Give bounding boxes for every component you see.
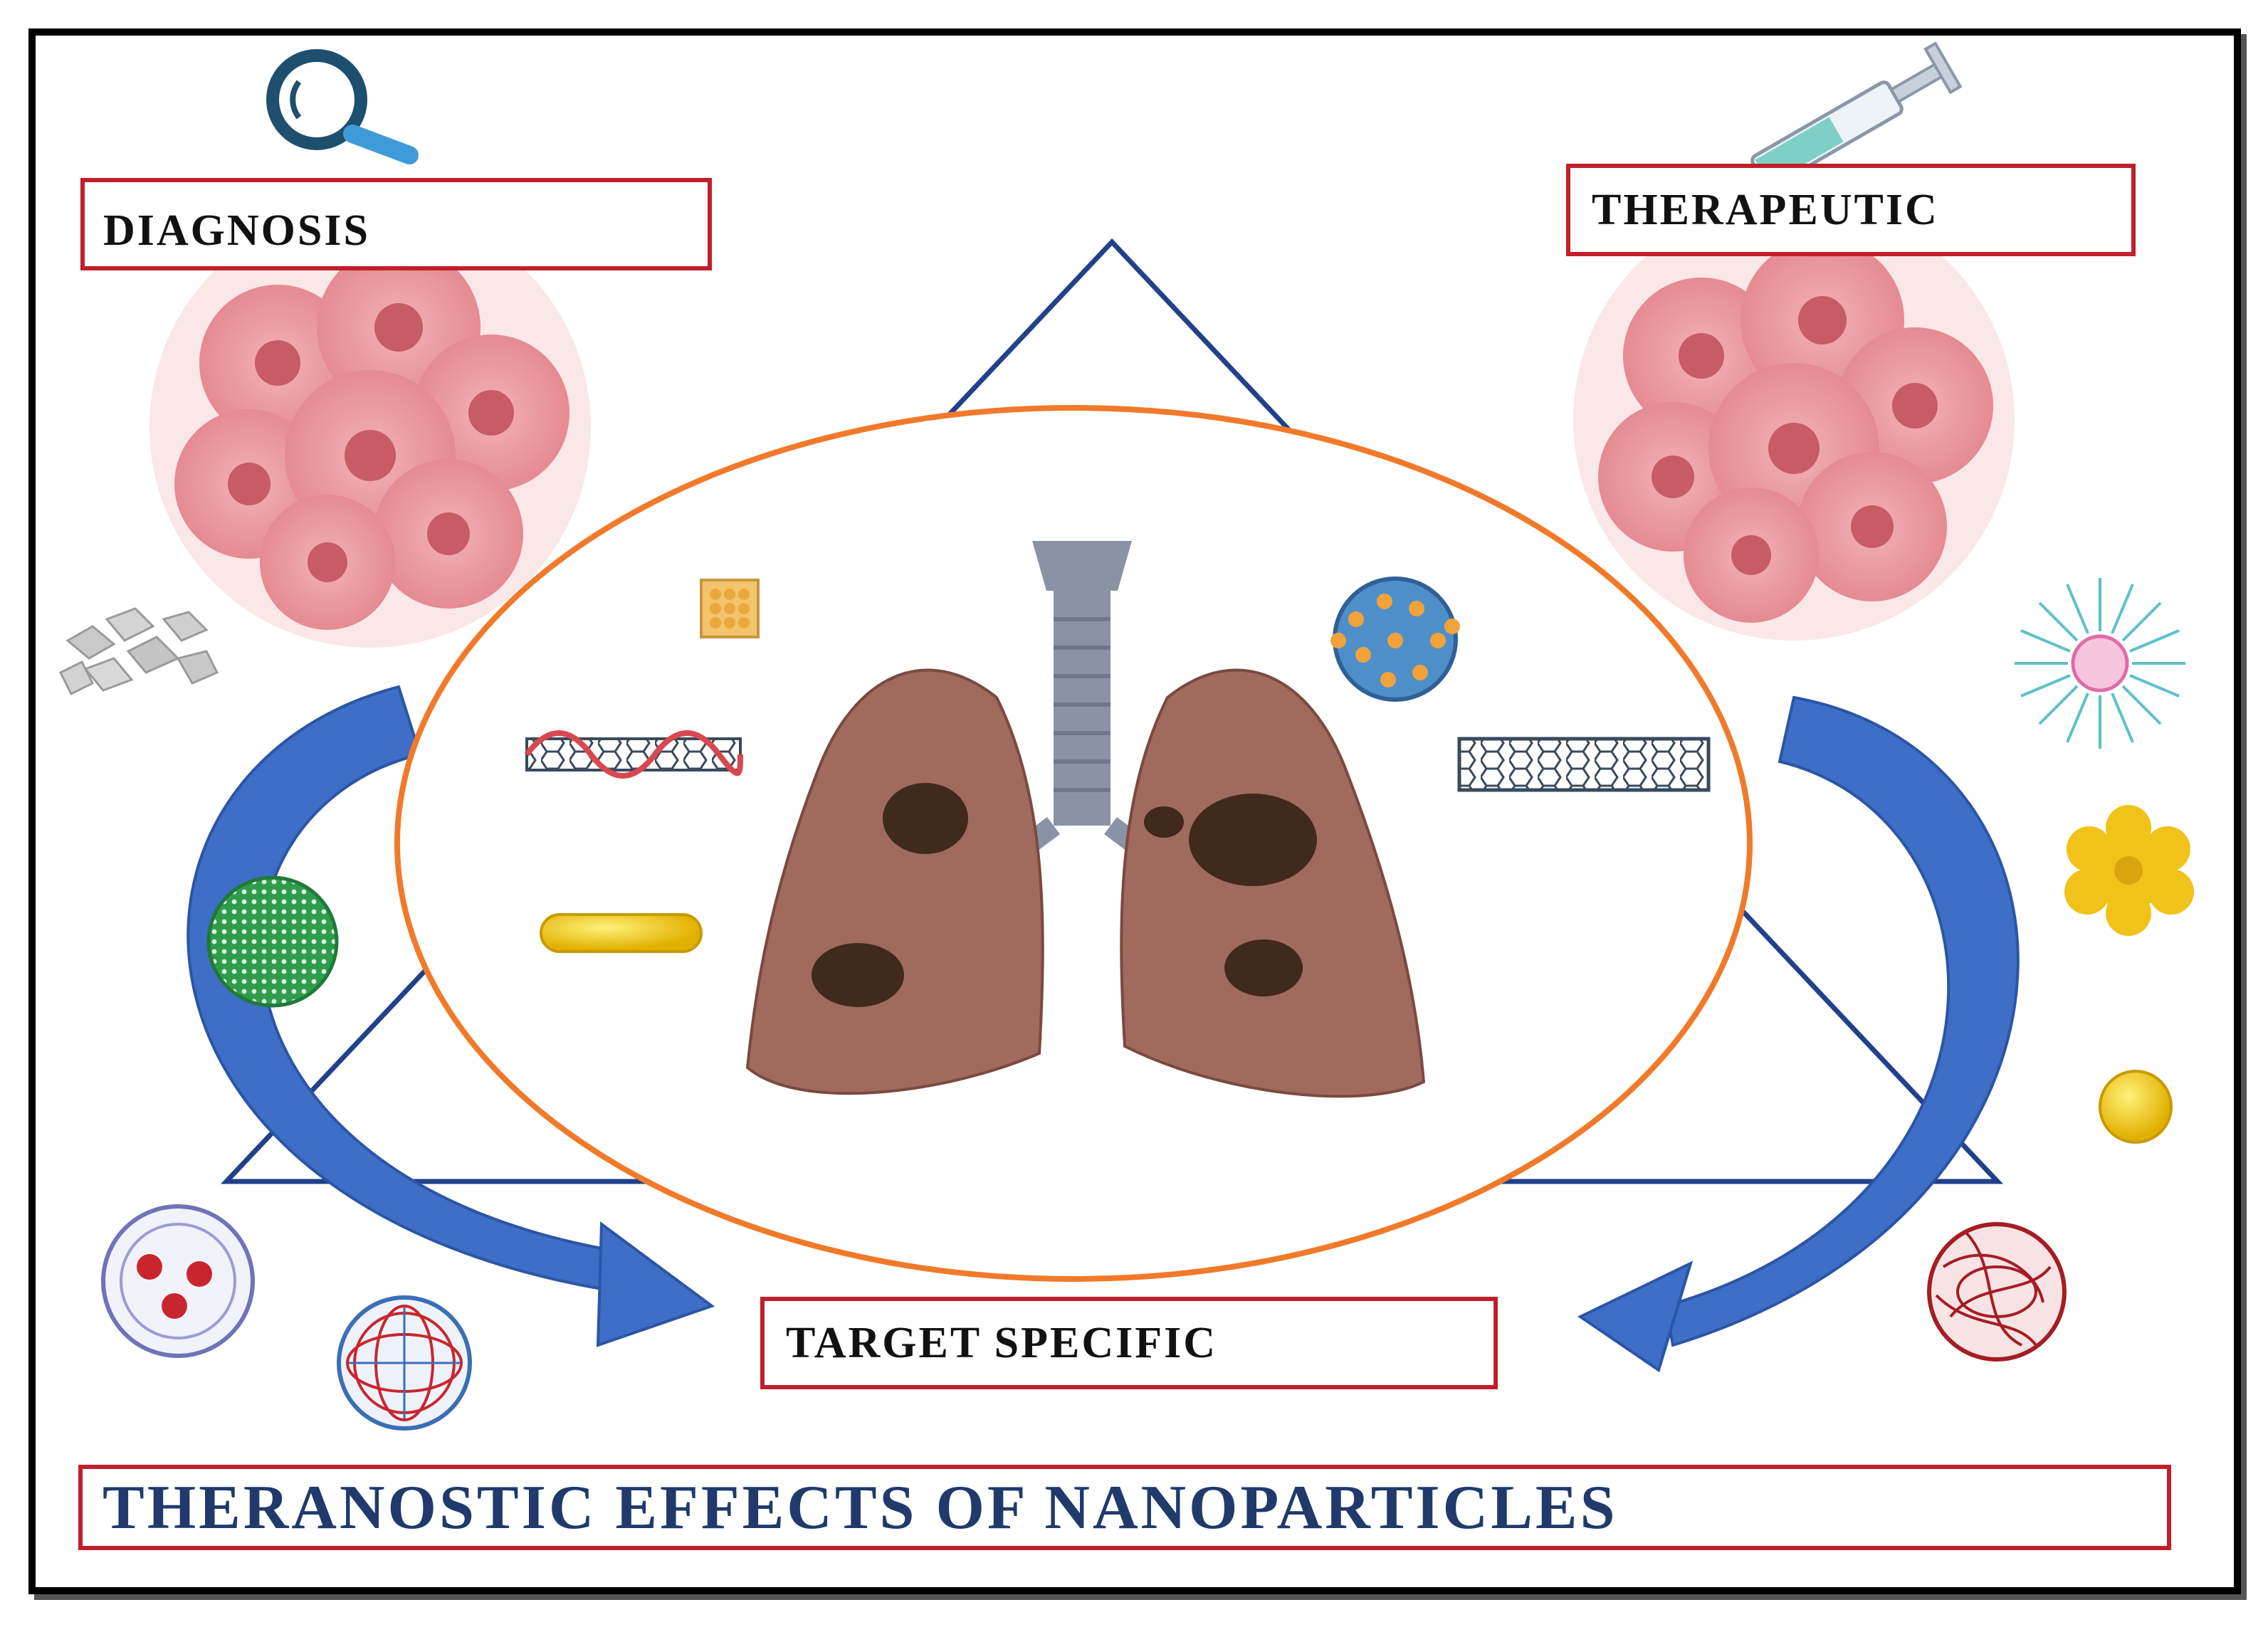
diagnosis-label: DIAGNOSIS bbox=[80, 178, 712, 270]
nanocube-icon bbox=[700, 579, 760, 638]
right-curved-arrow bbox=[1577, 695, 2020, 1373]
micelle-icon bbox=[2015, 578, 2185, 749]
nanorod-icon bbox=[540, 913, 703, 953]
lungs-icon bbox=[745, 668, 1426, 1098]
magnifier-icon bbox=[266, 49, 419, 164]
figure-title: THERANOSTIC EFFECTS OF NANOPARTICLES bbox=[78, 1465, 2171, 1550]
therapeutic-label: THERAPEUTIC bbox=[1566, 164, 2136, 256]
tumor-cluster-icon bbox=[149, 206, 591, 648]
dendrimer-icon bbox=[1330, 576, 1460, 702]
tumor-spot bbox=[812, 943, 904, 1007]
fullerene-icon bbox=[206, 875, 339, 1008]
polymeric-nanoparticle-icon bbox=[1927, 1222, 2067, 1362]
tumor-spot bbox=[883, 783, 968, 854]
central-circle bbox=[394, 405, 1753, 1282]
nanocrystal-icon bbox=[58, 607, 219, 696]
nanoflower-icon bbox=[2064, 805, 2194, 936]
tumor-cluster-icon bbox=[1573, 199, 2015, 641]
carbon-nanotube-icon bbox=[1457, 737, 1711, 792]
tumor-spot bbox=[1224, 939, 1303, 996]
nanocage-icon bbox=[337, 1295, 472, 1431]
gold-nanoparticle-icon bbox=[2099, 1070, 2173, 1144]
tumor-spot bbox=[1189, 794, 1317, 886]
target-specific-label: TARGET SPECIFIC bbox=[760, 1297, 1498, 1389]
liposome-icon bbox=[101, 1204, 255, 1358]
tumor-spot bbox=[1144, 806, 1184, 838]
dna-nanotube-icon bbox=[524, 730, 743, 779]
